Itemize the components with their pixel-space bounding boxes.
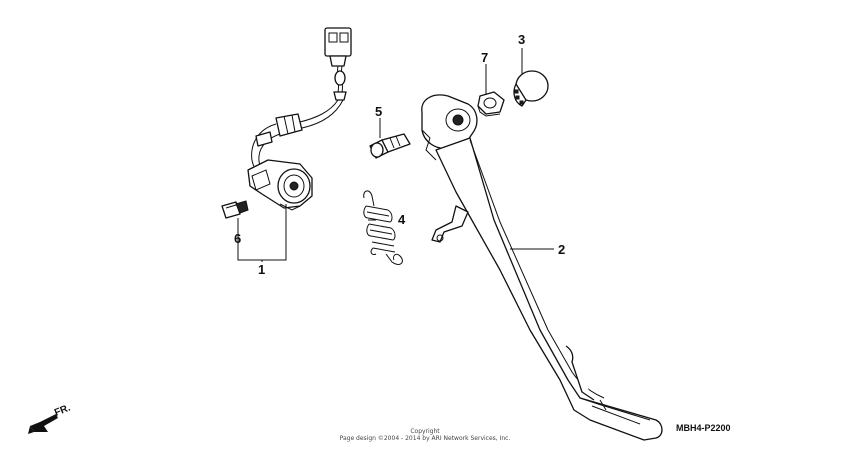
bolt-5[interactable] <box>369 133 411 159</box>
callout-1: 1 <box>258 262 265 277</box>
spring-4[interactable] <box>363 190 403 265</box>
bolt-6[interactable] <box>221 200 249 219</box>
callout-5: 5 <box>375 104 382 119</box>
side-stand-switch-assembly[interactable] <box>247 27 352 211</box>
cap-3[interactable] <box>513 70 549 107</box>
copyright-line-1: Copyright <box>410 428 440 435</box>
nut-7[interactable] <box>477 91 505 117</box>
switch-body <box>247 159 313 211</box>
callout-6: 6 <box>234 231 241 246</box>
callout-7: 7 <box>481 50 488 65</box>
callout-2: 2 <box>558 242 565 257</box>
front-label: FR. <box>53 402 72 418</box>
copyright-line-2: Page design ©2004 - 2014 by ARI Network … <box>339 435 511 442</box>
callout-3: 3 <box>518 32 525 47</box>
diagram-part-code: MBH4-P2200 <box>676 423 731 433</box>
leader-lines <box>237 48 554 262</box>
wire-clamp <box>275 113 303 137</box>
callout-4: 4 <box>398 212 406 227</box>
front-direction-arrow-icon <box>28 414 58 434</box>
harness-connector <box>324 27 352 67</box>
side-stand-2[interactable] <box>421 94 663 441</box>
